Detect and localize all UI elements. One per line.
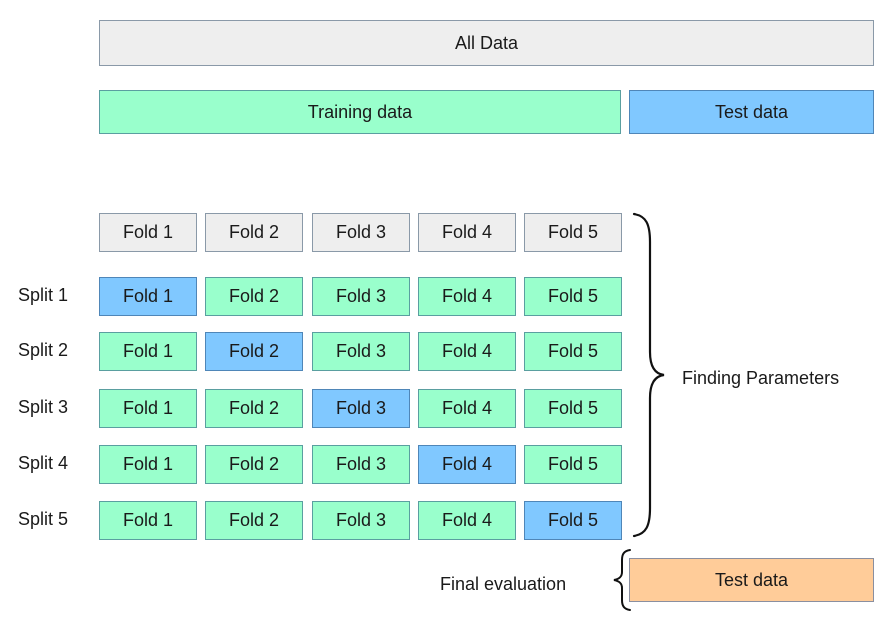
training-fold-3-5: Fold 5 bbox=[524, 389, 622, 428]
training-fold-5-2: Fold 2 bbox=[205, 501, 303, 540]
split-label-5: Split 5 bbox=[18, 509, 69, 529]
final-evaluation-label: Final evaluation bbox=[440, 574, 567, 594]
training-fold-1-3: Fold 3 bbox=[312, 277, 410, 316]
split-label-1: Split 1 bbox=[18, 285, 69, 305]
validation-fold-2-2: Fold 2 bbox=[205, 332, 303, 371]
training-data-bar: Training data bbox=[99, 90, 621, 134]
training-fold-2-5: Fold 5 bbox=[524, 332, 622, 371]
training-fold-5-4: Fold 4 bbox=[418, 501, 516, 540]
training-fold-4-3: Fold 3 bbox=[312, 445, 410, 484]
header-fold-1: Fold 1 bbox=[99, 213, 197, 252]
training-fold-1-5: Fold 5 bbox=[524, 277, 622, 316]
training-fold-3-2: Fold 2 bbox=[205, 389, 303, 428]
training-fold-5-1: Fold 1 bbox=[99, 501, 197, 540]
validation-fold-4-4: Fold 4 bbox=[418, 445, 516, 484]
split-label-4: Split 4 bbox=[18, 453, 69, 473]
training-fold-3-1: Fold 1 bbox=[99, 389, 197, 428]
finding-parameters-label: Finding Parameters bbox=[682, 368, 840, 388]
training-fold-2-1: Fold 1 bbox=[99, 332, 197, 371]
training-fold-2-4: Fold 4 bbox=[418, 332, 516, 371]
training-fold-5-3: Fold 3 bbox=[312, 501, 410, 540]
all-data-bar: All Data bbox=[99, 20, 874, 66]
header-fold-4: Fold 4 bbox=[418, 213, 516, 252]
training-fold-4-5: Fold 5 bbox=[524, 445, 622, 484]
test-data-bar: Test data bbox=[629, 90, 874, 134]
training-fold-4-1: Fold 1 bbox=[99, 445, 197, 484]
header-fold-5: Fold 5 bbox=[524, 213, 622, 252]
training-fold-3-4: Fold 4 bbox=[418, 389, 516, 428]
training-fold-1-2: Fold 2 bbox=[205, 277, 303, 316]
training-fold-4-2: Fold 2 bbox=[205, 445, 303, 484]
finding-parameters-brace bbox=[632, 212, 665, 538]
final-test-data-bar: Test data bbox=[629, 558, 874, 602]
training-fold-2-3: Fold 3 bbox=[312, 332, 410, 371]
validation-fold-1-1: Fold 1 bbox=[99, 277, 197, 316]
training-fold-1-4: Fold 4 bbox=[418, 277, 516, 316]
validation-fold-3-3: Fold 3 bbox=[312, 389, 410, 428]
header-fold-2: Fold 2 bbox=[205, 213, 303, 252]
final-evaluation-brace bbox=[613, 549, 631, 611]
header-fold-3: Fold 3 bbox=[312, 213, 410, 252]
split-label-2: Split 2 bbox=[18, 340, 69, 360]
validation-fold-5-5: Fold 5 bbox=[524, 501, 622, 540]
split-label-3: Split 3 bbox=[18, 397, 69, 417]
